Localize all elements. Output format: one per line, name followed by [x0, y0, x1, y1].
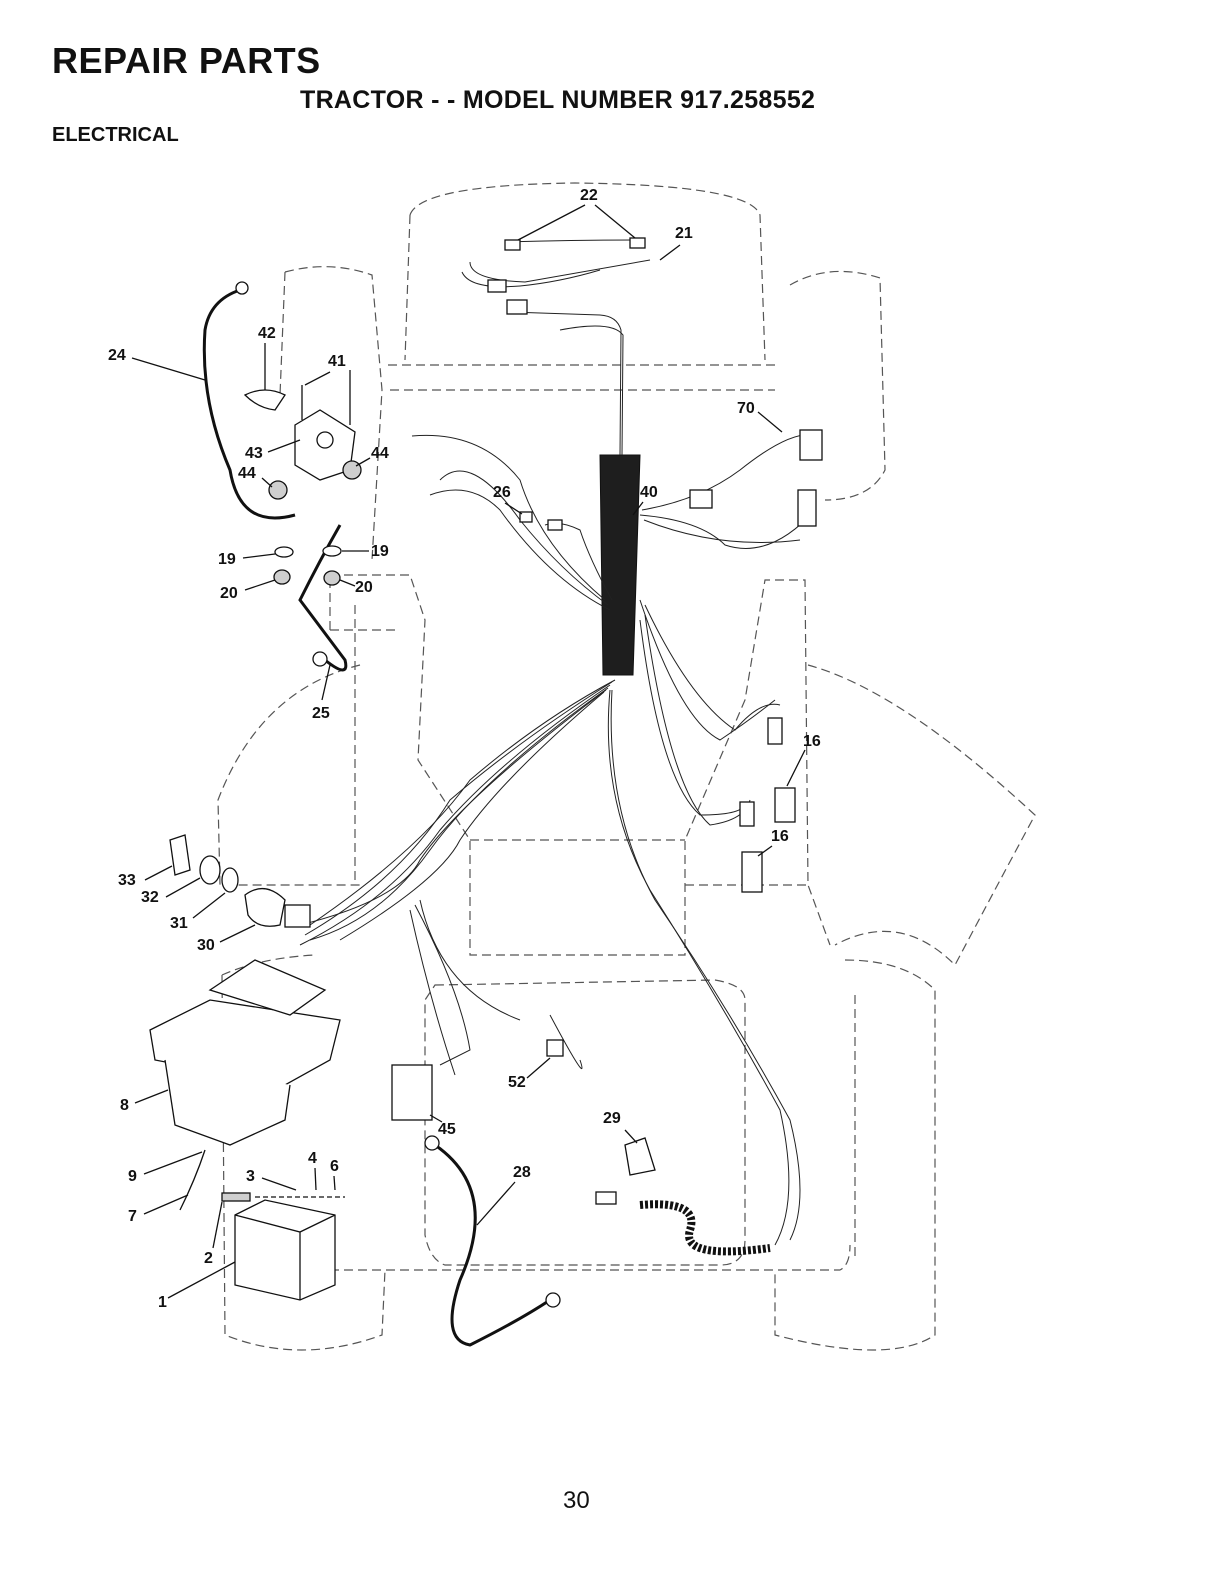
callout-16-upper: 16 — [803, 733, 821, 750]
callout-16-lower: 16 — [771, 828, 789, 845]
callouts: 22 21 24 42 41 43 44 44 19 20 19 20 25 2… — [108, 187, 821, 1311]
harness-sleeve — [600, 455, 640, 675]
coil-29 — [640, 1204, 770, 1251]
callout-41: 41 — [328, 353, 346, 370]
callout-40: 40 — [640, 484, 658, 501]
callout-2: 2 — [204, 1250, 213, 1267]
page-number: 30 — [563, 1487, 590, 1515]
front-left-wheel — [285, 267, 382, 560]
switch-29 — [625, 1138, 655, 1175]
callout-9: 9 — [128, 1168, 137, 1185]
callout-1: 1 — [158, 1294, 167, 1311]
callout-22: 22 — [580, 187, 598, 204]
fender-left — [218, 665, 360, 885]
bolt-2 — [222, 1193, 250, 1201]
connector-70b — [800, 430, 822, 460]
connector-70c — [798, 490, 816, 526]
battery-1 — [235, 1200, 335, 1300]
callout-44-right: 44 — [371, 445, 389, 462]
bulb-22b — [630, 238, 645, 248]
callout-70: 70 — [737, 400, 755, 417]
callout-32: 32 — [141, 889, 159, 906]
cable-28 — [435, 1145, 550, 1345]
washer-31 — [222, 868, 238, 892]
callout-20-left: 20 — [220, 585, 238, 602]
front-right-wheel — [790, 271, 885, 500]
callout-21: 21 — [675, 225, 693, 242]
connector-52 — [547, 1040, 563, 1056]
callout-44-left: 44 — [238, 465, 256, 482]
fender-right — [808, 665, 1035, 965]
key-33 — [170, 835, 190, 875]
battery-box-8 — [150, 960, 340, 1145]
bulb-22a — [505, 240, 520, 250]
wiring-harness — [300, 240, 815, 1245]
callout-8: 8 — [120, 1097, 129, 1114]
cable-25 — [300, 525, 346, 670]
nut-32 — [200, 856, 220, 884]
callout-31: 31 — [170, 915, 188, 932]
callout-52: 52 — [508, 1074, 526, 1091]
callout-33: 33 — [118, 872, 136, 889]
switch-16a — [775, 788, 795, 822]
front-axle — [388, 365, 780, 390]
callout-4: 4 — [308, 1150, 317, 1167]
callout-6: 6 — [330, 1158, 339, 1175]
hour-meter-45 — [392, 1065, 432, 1120]
ignition-switch-30 — [245, 889, 285, 927]
frame-outline — [330, 575, 830, 955]
callout-3: 3 — [246, 1168, 255, 1185]
callout-7: 7 — [128, 1208, 137, 1225]
callout-19-left: 19 — [218, 551, 236, 568]
callout-43: 43 — [245, 445, 263, 462]
callout-25: 25 — [312, 705, 330, 722]
boot-42 — [245, 390, 285, 410]
callout-24: 24 — [108, 347, 126, 364]
switch-16b — [742, 852, 762, 892]
callout-42: 42 — [258, 325, 276, 342]
callout-29: 29 — [603, 1110, 621, 1127]
callout-45: 45 — [438, 1121, 456, 1138]
callout-20-right: 20 — [355, 579, 373, 596]
callout-26: 26 — [493, 484, 511, 501]
seat-outline — [425, 980, 745, 1265]
callout-19-right: 19 — [371, 543, 389, 560]
callout-28: 28 — [513, 1164, 531, 1181]
connector-70a — [690, 490, 712, 508]
callout-30: 30 — [197, 937, 215, 954]
